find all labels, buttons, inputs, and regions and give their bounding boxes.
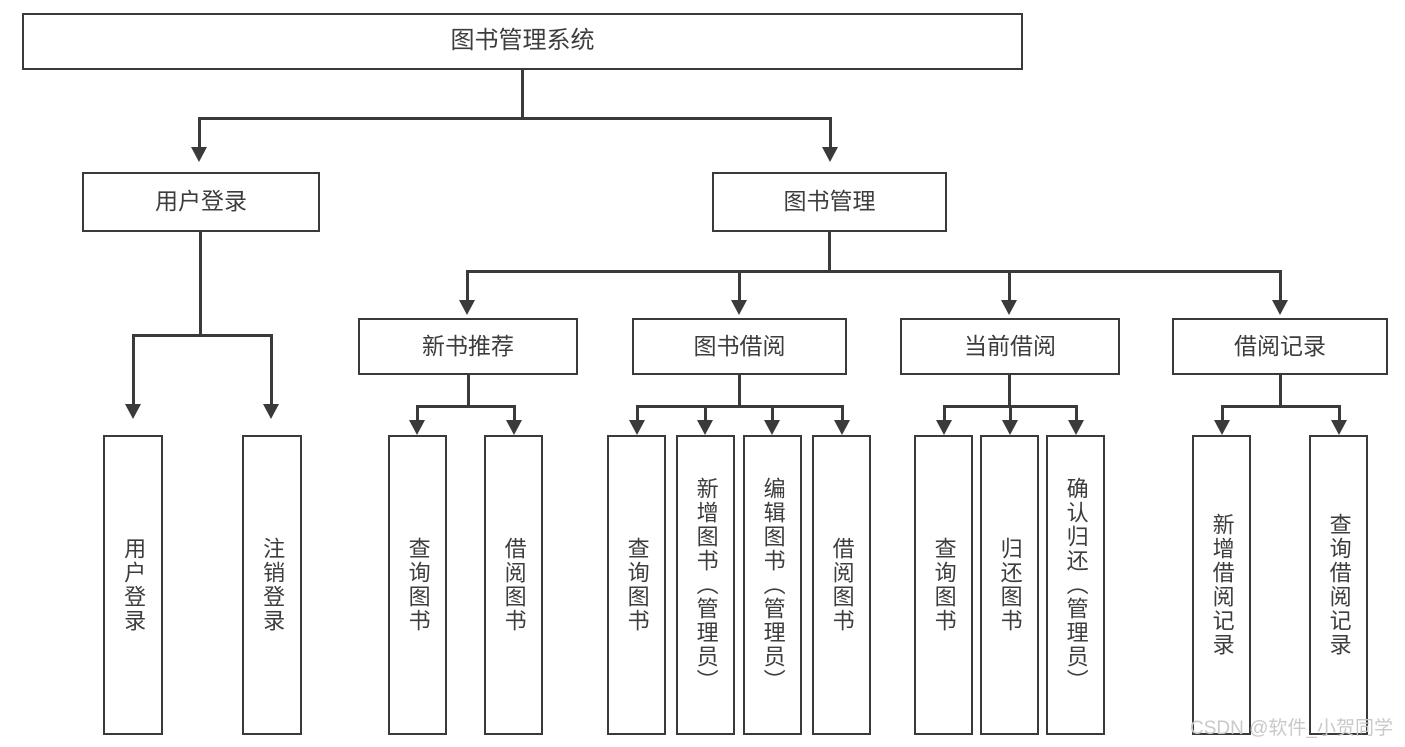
connector-userlogin-bus (132, 334, 272, 337)
leaf-current-borrow-return-book[interactable]: 归还图书 (980, 435, 1039, 735)
node-label: 借阅图书 (829, 537, 855, 633)
leaf-borrow-record-query-record[interactable]: 查询借阅记录 (1309, 435, 1368, 735)
arrow-level2-1 (731, 300, 747, 315)
arrow-leaf-bookborrow-3 (834, 420, 850, 435)
node-label: 归还图书 (997, 537, 1023, 633)
leaf-user-login-logout[interactable]: 注销登录 (242, 435, 302, 735)
connector-drop-book-manage (829, 117, 832, 149)
node-label: 查询图书 (405, 537, 431, 633)
leaf-new-book-borrow-book[interactable]: 借阅图书 (484, 435, 543, 735)
connector-bookborrow-bus (636, 405, 843, 408)
connector-drop-level2-1 (738, 270, 741, 302)
leaf-user-login-login[interactable]: 用户登录 (103, 435, 163, 735)
arrow-leaf-currentborrow-2 (1068, 420, 1084, 435)
connector-drop-level2-2 (1008, 270, 1011, 302)
connector-drop-leaf-currentborrow-0 (943, 405, 946, 423)
connector-newbook-stem (467, 375, 470, 406)
arrow-book-manage (822, 147, 838, 162)
arrow-leaf-bookborrow-0 (629, 420, 645, 435)
connector-root-bus (198, 117, 831, 120)
node-borrow-record[interactable]: 借阅记录 (1172, 318, 1388, 375)
arrow-leaf-newbook-1 (506, 420, 522, 435)
arrow-user-login (191, 147, 207, 162)
node-book-borrow[interactable]: 图书借阅 (632, 318, 847, 375)
node-book-management[interactable]: 图书管理 (712, 172, 947, 232)
node-current-borrow[interactable]: 当前借阅 (900, 318, 1120, 375)
csdn-watermark: CSDN @软件_小贺同学 (1190, 718, 1393, 739)
arrow-leaf-bookborrow-2 (764, 420, 780, 435)
arrow-leaf-borrowrecord-0 (1214, 420, 1230, 435)
node-user-login[interactable]: 用户登录 (82, 172, 320, 232)
arrow-leaf-currentborrow-1 (1002, 420, 1018, 435)
connector-borrowrecord-bus (1221, 405, 1340, 408)
arrow-level2-0 (459, 300, 475, 315)
node-label: 图书管理 (783, 188, 876, 215)
arrow-level2-2 (1001, 300, 1017, 315)
node-label: 确认归还（管理员） (1063, 477, 1089, 693)
connector-borrowrecord-stem (1279, 375, 1282, 406)
node-root-system[interactable]: 图书管理系统 (22, 13, 1023, 70)
arrow-leaf-bookborrow-1 (697, 420, 713, 435)
connector-bookmanage-stem (828, 232, 831, 272)
connector-drop-leaf-bookborrow-3 (841, 405, 844, 423)
connector-drop-level2-0 (466, 270, 469, 302)
connector-drop-leaf-borrowrecord-1 (1338, 405, 1341, 423)
node-label: 用户登录 (121, 537, 147, 633)
node-label: 新书推荐 (422, 332, 514, 359)
connector-bookborrow-stem (738, 375, 741, 406)
node-label: 用户登录 (155, 188, 247, 215)
connector-drop-leaf-userlogin-1 (270, 334, 273, 406)
node-label: 图书借阅 (693, 332, 786, 359)
node-label: 借阅记录 (1234, 332, 1326, 359)
connector-drop-leaf-newbook-0 (416, 405, 419, 423)
leaf-new-book-query-book[interactable]: 查询图书 (388, 435, 447, 735)
connector-drop-user-login (198, 117, 201, 149)
connector-drop-leaf-borrowrecord-0 (1221, 405, 1224, 423)
arrow-leaf-currentborrow-0 (936, 420, 952, 435)
connector-drop-leaf-bookborrow-2 (771, 405, 774, 423)
node-label: 注销登录 (260, 537, 286, 633)
arrow-leaf-borrowrecord-1 (1331, 420, 1347, 435)
leaf-current-borrow-query-book[interactable]: 查询图书 (914, 435, 973, 735)
connector-drop-leaf-userlogin-0 (132, 334, 135, 406)
leaf-book-borrow-query-book[interactable]: 查询图书 (607, 435, 666, 735)
connector-drop-leaf-bookborrow-0 (636, 405, 639, 423)
arrow-leaf-userlogin-1 (263, 404, 279, 419)
arrow-level2-3 (1272, 300, 1288, 315)
connector-currentborrow-stem (1008, 375, 1011, 406)
node-label: 新增图书（管理员） (693, 477, 719, 693)
node-label: 查询图书 (624, 537, 650, 633)
leaf-book-borrow-borrow-book[interactable]: 借阅图书 (812, 435, 871, 735)
connector-newbook-bus (416, 405, 515, 408)
node-label: 当前借阅 (964, 332, 1056, 359)
connector-drop-leaf-newbook-1 (513, 405, 516, 423)
connector-drop-level2-3 (1279, 270, 1282, 302)
connector-userlogin-stem (199, 232, 202, 335)
node-label: 新增借阅记录 (1209, 513, 1235, 657)
connector-drop-leaf-currentborrow-2 (1075, 405, 1078, 423)
connector-root-stem (521, 70, 524, 118)
node-label: 查询图书 (931, 537, 957, 633)
node-label: 编辑图书（管理员） (760, 477, 786, 693)
leaf-book-borrow-add-book[interactable]: 新增图书（管理员） (676, 435, 735, 735)
leaf-book-borrow-edit-book[interactable]: 编辑图书（管理员） (743, 435, 802, 735)
node-new-book-recommend[interactable]: 新书推荐 (358, 318, 578, 375)
leaf-borrow-record-add-record[interactable]: 新增借阅记录 (1192, 435, 1251, 735)
connector-drop-leaf-bookborrow-1 (704, 405, 707, 423)
arrow-leaf-newbook-0 (409, 420, 425, 435)
node-label: 图书管理系统 (450, 27, 595, 55)
arrow-leaf-userlogin-0 (125, 404, 141, 419)
node-label: 借阅图书 (501, 537, 527, 633)
leaf-current-borrow-confirm-return[interactable]: 确认归还（管理员） (1046, 435, 1105, 735)
connector-bookmanage-bus (466, 270, 1280, 273)
node-label: 查询借阅记录 (1326, 513, 1352, 657)
connector-drop-leaf-currentborrow-1 (1009, 405, 1012, 423)
